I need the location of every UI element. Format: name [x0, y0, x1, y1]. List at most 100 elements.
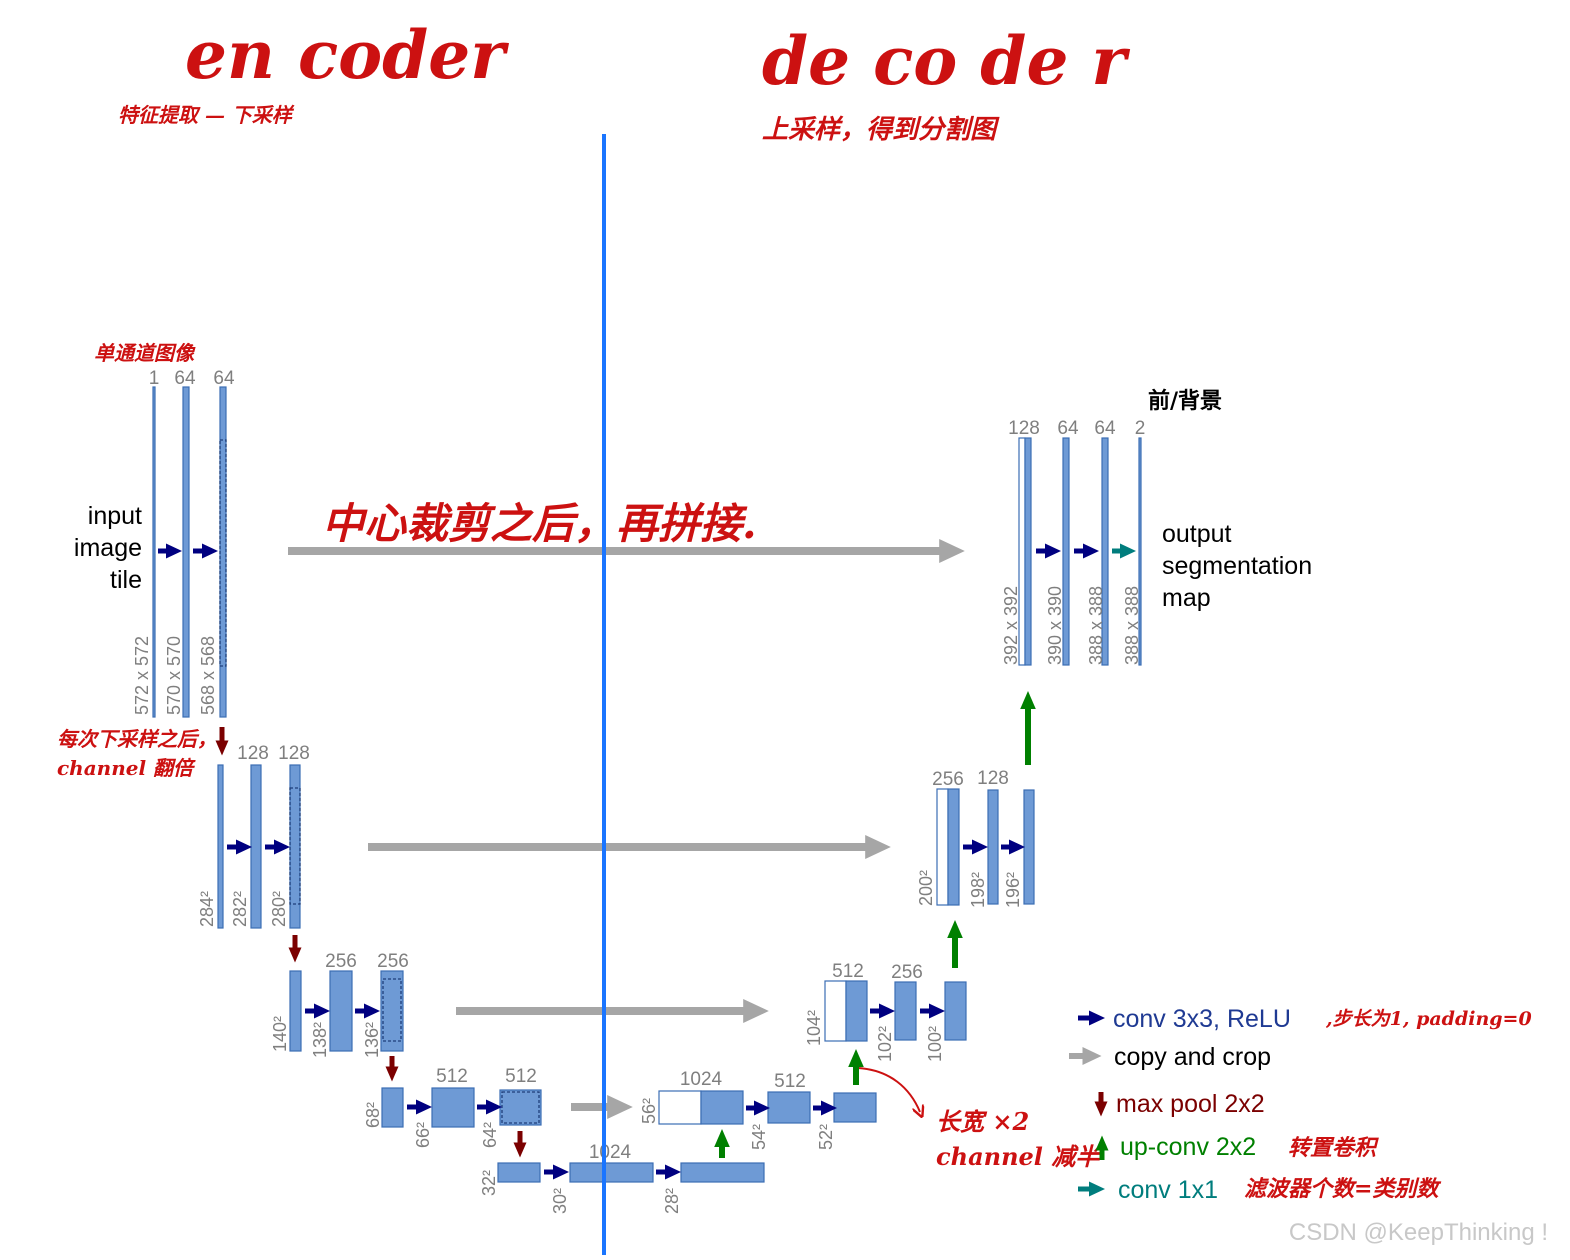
encoder-level-3: 256 256 140² 138² 136² — [270, 951, 409, 1082]
decoder-level-1: 128 64 64 2 392 x 392 390 x 390 388 x 38… — [1001, 418, 1312, 666]
legend-item-max-pool: max pool 2x2 — [1094, 1090, 1265, 1118]
input-label: image — [74, 534, 142, 562]
downsample-note-2: channel 翻倍 — [57, 756, 196, 780]
size-label: 198² — [968, 872, 988, 908]
size-label: 200² — [916, 870, 936, 906]
downsample-note-1: 每次下采样之后， — [57, 727, 217, 751]
feature-map — [1023, 789, 1035, 905]
size-label: 32² — [479, 1170, 499, 1196]
channel-label: 64 — [1057, 418, 1079, 439]
size-label: 100² — [925, 1026, 945, 1062]
feature-map — [381, 1087, 404, 1128]
output-map — [1138, 437, 1142, 666]
legend-label: conv 1x1 — [1118, 1176, 1218, 1204]
encoder-level-4: 512 512 68² 66² 64² — [363, 1066, 542, 1158]
size-label: 570 x 570 — [164, 636, 184, 715]
feature-map — [289, 764, 301, 929]
legend-label: copy and crop — [1114, 1043, 1271, 1071]
size-label: 64² — [480, 1122, 500, 1148]
decoder-level-2: 256 128 200² 198² 196² — [916, 691, 1036, 908]
foreground-background-note: 前/背景 — [1148, 388, 1222, 414]
size-label: 392 x 392 — [1001, 586, 1021, 665]
classes-note: 滤波器个数=类别数 — [1244, 1176, 1441, 1202]
size-label: 54² — [749, 1124, 769, 1150]
feature-map — [947, 788, 960, 906]
size-label: 282² — [230, 891, 250, 927]
channel-label: 128 — [977, 768, 1009, 789]
feature-map — [250, 764, 262, 929]
channel-label: 256 — [377, 951, 409, 972]
output-label: output — [1162, 520, 1232, 548]
feature-map — [329, 970, 353, 1052]
legend-label: conv 3x3, ReLU — [1113, 1005, 1291, 1033]
size-label: 390 x 390 — [1045, 586, 1065, 665]
size-label: 52² — [816, 1124, 836, 1150]
channel-label: 512 — [774, 1071, 806, 1092]
input-label: input — [88, 502, 142, 530]
legend-item-conv3x3: conv 3x3, ReLU ,步长为1, padding=0 — [1078, 1005, 1532, 1033]
feature-map — [1024, 437, 1032, 666]
feature-map — [894, 981, 917, 1041]
feature-map — [833, 1092, 877, 1123]
feature-map — [152, 386, 156, 718]
channel-label: 512 — [436, 1066, 468, 1087]
feature-map — [497, 1162, 541, 1183]
size-label: 140² — [270, 1016, 290, 1052]
decoder-note: 上采样，得到分割图 — [762, 115, 1000, 145]
channel-label: 1 — [149, 368, 160, 389]
copied-feature-map — [824, 980, 847, 1042]
channel-label: 128 — [278, 743, 310, 764]
output-label: segmentation — [1162, 552, 1312, 580]
feature-map — [987, 789, 999, 905]
crop-region — [219, 439, 227, 667]
size-label: 66² — [413, 1122, 433, 1148]
channel-label: 64 — [1094, 418, 1116, 439]
channel-label: 128 — [237, 743, 269, 764]
feature-map — [700, 1090, 744, 1125]
upconv-note-2: channel 减半 — [936, 1142, 1102, 1171]
size-label: 68² — [363, 1102, 383, 1128]
size-label: 28² — [662, 1188, 682, 1214]
size-label: 572 x 572 — [132, 636, 152, 715]
feature-map — [219, 386, 227, 718]
feature-map — [217, 764, 224, 929]
feature-map — [767, 1091, 811, 1124]
channel-label: 128 — [1008, 418, 1040, 439]
size-label: 280² — [269, 891, 289, 927]
channel-label: 512 — [832, 961, 864, 982]
size-label: 388 x 388 — [1122, 586, 1142, 665]
crop-region — [501, 1091, 540, 1124]
legend-label: max pool 2x2 — [1116, 1090, 1265, 1118]
channel-label: 1024 — [680, 1069, 723, 1090]
watermark: CSDN @KeepThinking ! — [1289, 1219, 1548, 1246]
channel-label: 256 — [891, 962, 923, 983]
upconv-note-1: 长宽 ×2 — [936, 1107, 1029, 1136]
encoder-level-1: 1 64 64 input image tile 572 x 572 570 x… — [74, 368, 235, 756]
legend-item-conv1x1: conv 1x1 滤波器个数=类别数 — [1078, 1176, 1441, 1204]
encoder-heading: en coder — [185, 16, 509, 94]
legend-item-up-conv: up-conv 2x2 转置卷积 — [1095, 1133, 1379, 1161]
decoder-heading: de co de r — [762, 22, 1130, 100]
legend-item-copy-crop: copy and crop — [1069, 1043, 1271, 1071]
legend: conv 3x3, ReLU ,步长为1, padding=0 copy and… — [1069, 1005, 1532, 1204]
size-label: 30² — [550, 1188, 570, 1214]
feature-map — [944, 981, 967, 1041]
channel-label: 1024 — [589, 1142, 632, 1163]
output-label: map — [1162, 584, 1211, 612]
decoder-level-3: 512 256 104² 102² 100² — [804, 920, 967, 1062]
feature-map — [569, 1162, 654, 1183]
size-label: 102² — [875, 1026, 895, 1062]
channel-label: 512 — [505, 1066, 537, 1087]
conv-note: ,步长为1, padding=0 — [1325, 1008, 1532, 1030]
size-label: 56² — [639, 1098, 659, 1124]
channel-label: 256 — [932, 769, 964, 790]
encoder-note: 特征提取 — 下采样 — [118, 103, 295, 127]
copied-feature-map — [936, 788, 949, 906]
feature-map — [380, 970, 404, 1052]
size-label: 284² — [197, 891, 217, 927]
input-label: tile — [110, 566, 142, 594]
transpose-note: 转置卷积 — [1288, 1135, 1379, 1161]
channel-label: 2 — [1135, 418, 1146, 439]
channel-label: 256 — [325, 951, 357, 972]
feature-map — [845, 980, 868, 1042]
